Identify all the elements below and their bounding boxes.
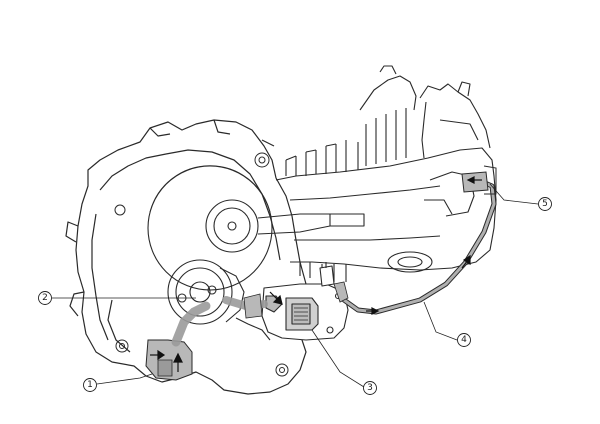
callout-2-label: 2 [42, 293, 48, 303]
callout-4: 4 [457, 333, 471, 347]
leader-4 [423, 301, 458, 341]
crankcase-bosses [114, 152, 289, 377]
crank-flywheel [147, 165, 273, 291]
callout-3: 3 [363, 381, 377, 395]
leader-1 [96, 373, 153, 385]
callout-2: 2 [38, 291, 52, 305]
callouts: 1 2 3 4 5 [38, 197, 552, 395]
leader-5 [489, 183, 539, 205]
leader-lines [52, 183, 539, 388]
callout-1-label: 1 [87, 380, 93, 390]
flow-arrows [150, 176, 482, 372]
crankcase [65, 119, 311, 395]
oil-pump-assembly [261, 262, 349, 341]
callout-4-label: 4 [461, 335, 467, 345]
callout-5-label: 5 [542, 199, 548, 209]
leader-3 [311, 329, 365, 388]
callout-5: 5 [538, 197, 552, 211]
callout-1: 1 [83, 378, 97, 392]
cylinder [275, 65, 497, 282]
cam-gear [167, 259, 271, 341]
callout-3-label: 3 [367, 383, 373, 393]
connecting-rod [257, 213, 331, 235]
